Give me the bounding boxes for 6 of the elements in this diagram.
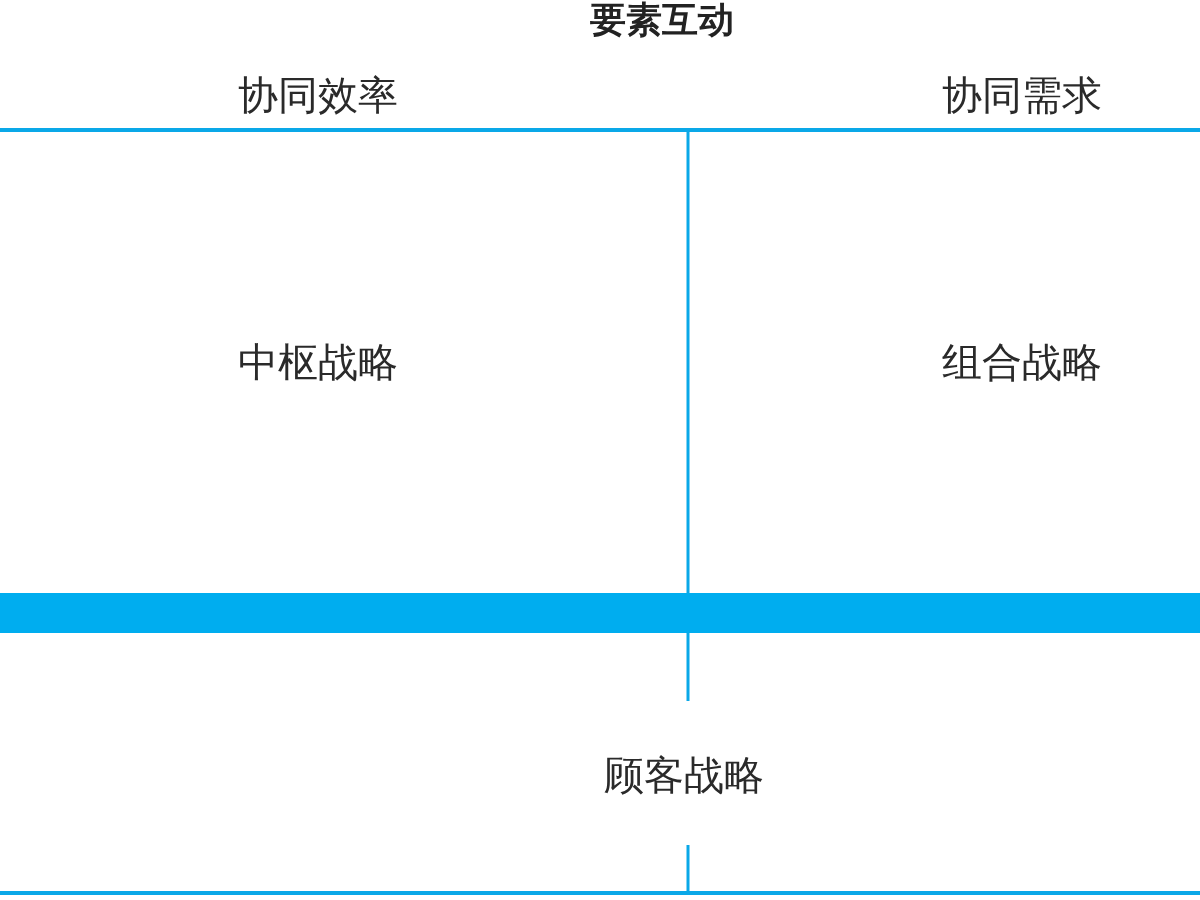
diagram-title: 要素互动	[590, 2, 734, 38]
strategy-label: 中枢战略	[238, 342, 398, 382]
column-heading: 协同需求	[942, 75, 1102, 115]
column-heading: 协同效率	[238, 75, 398, 115]
strategy-label: 组合战略	[942, 342, 1102, 382]
strategy-label: 顾客战略	[604, 755, 764, 795]
